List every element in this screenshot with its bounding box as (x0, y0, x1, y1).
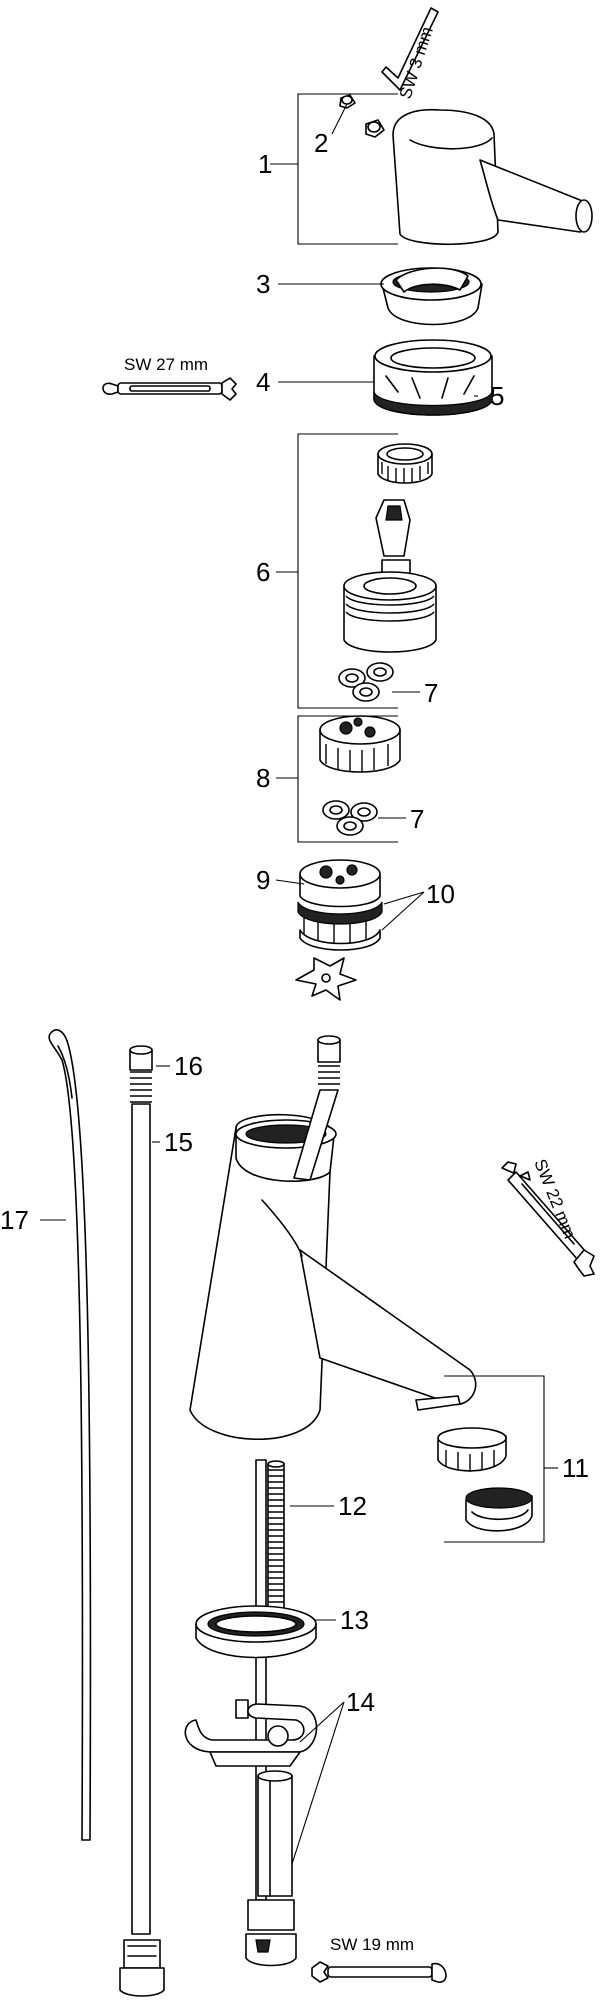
base-gasket-icon (195, 1605, 317, 1659)
handle-lever-icon (392, 108, 593, 246)
part-label-7b: 7 (410, 804, 424, 834)
part-label-8: 8 (256, 763, 270, 793)
inner-hose-icon (293, 1035, 341, 1181)
part-label-9: 9 (256, 865, 270, 895)
flexible-hose-17-icon (48, 1029, 92, 1841)
cover-ring-icon (380, 267, 483, 326)
part-label-11: 11 (562, 1453, 589, 1483)
hex-key-size-label: SW 3 mm (396, 24, 437, 101)
part-label-16: 16 (174, 1051, 203, 1081)
part-label-13: 13 (340, 1605, 369, 1635)
part-label-7a: 7 (424, 678, 438, 708)
wrench-27-size-label: SW 27 mm (124, 355, 208, 374)
part-label-14: 14 (346, 1687, 375, 1717)
bracket-part-6 (297, 433, 398, 709)
bracket-part-11 (444, 1375, 545, 1543)
set-screw-icon (339, 94, 385, 138)
part-label-15: 15 (164, 1127, 193, 1157)
part-label-17: 17 (0, 1205, 29, 1235)
hex-key-icon: SW 3 mm (381, 7, 439, 101)
part-number-labels: 1 2 3 4 5 6 7 8 7 9 10 16 15 17 11 12 13… (0, 128, 589, 1717)
wrench-27-icon: SW 27 mm (102, 355, 237, 401)
part-label-4: 4 (256, 367, 270, 397)
retaining-nut-icon (373, 339, 493, 416)
aerator-icon (415, 1395, 533, 1532)
wrench-19-icon: SW 19 mm (311, 1935, 447, 1983)
part-label-12: 12 (338, 1491, 367, 1521)
part-label-10: 10 (426, 879, 455, 909)
mounting-washer-icon (184, 1699, 318, 1767)
faucet-body-icon (189, 1113, 477, 1441)
part-label-3: 3 (256, 269, 270, 299)
seal-set-icon (338, 662, 394, 702)
diverter-disc-icon (319, 715, 401, 773)
cartridge-icon (343, 443, 437, 653)
bracket-part-1 (297, 93, 398, 245)
mounting-nut-icon (245, 1770, 297, 1967)
supply-hose-icon (119, 1045, 165, 1997)
part-label-2: 2 (314, 128, 328, 158)
seal-set-icon (322, 800, 378, 836)
leader-lines (40, 103, 558, 1865)
part-label-5: 5 (490, 381, 504, 411)
wrench-19-size-label: SW 19 mm (330, 1935, 414, 1954)
part-label-1: 1 (258, 149, 272, 179)
part-label-6: 6 (256, 557, 270, 587)
wrench-22-icon: SW 22 mm (501, 1156, 595, 1277)
valve-insert-icon (297, 859, 383, 951)
cross-spacer-icon (295, 957, 357, 1001)
